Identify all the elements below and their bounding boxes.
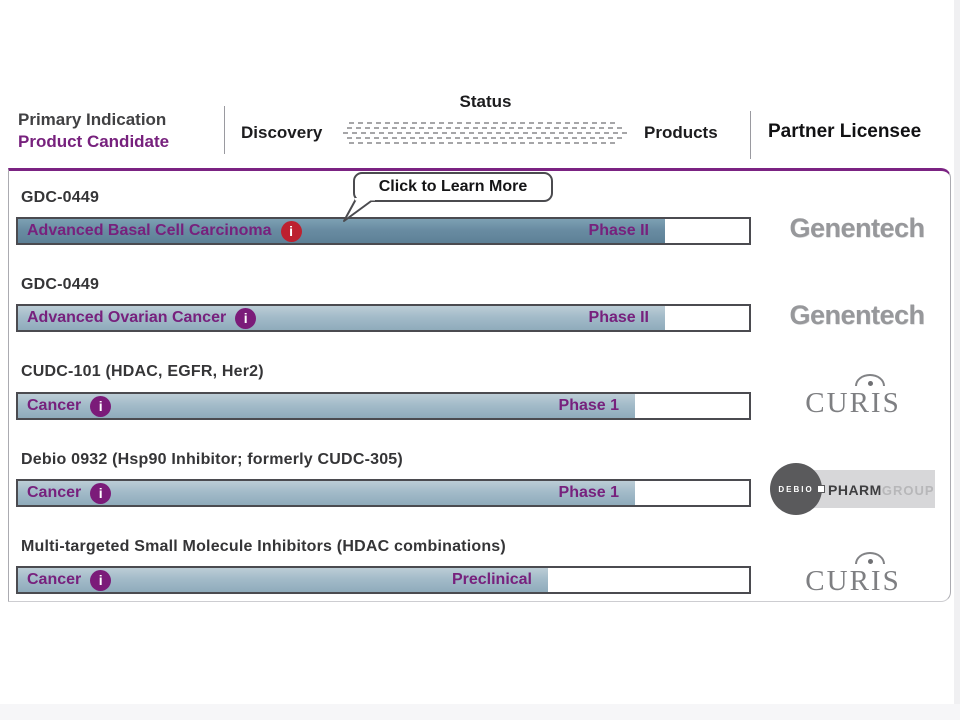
page-edge-right [954,0,960,720]
dash-row [348,142,617,144]
header-divider-right [750,111,751,159]
candidate-title: Multi-targeted Small Molecule Inhibitors… [21,538,506,555]
header-divider-left [224,106,225,154]
bar-fill: Cancer i Phase 1 [18,394,635,418]
indication-label: Advanced Basal Cell Carcinoma [27,222,272,239]
curis-wordmark: CURIS [805,387,901,419]
dash-row [347,127,627,129]
phase-label: Phase 1 [558,397,619,414]
discovery-label: Discovery [241,123,323,142]
products-label: Products [644,123,718,142]
pipeline-panel: GDC-0449 Advanced Basal Cell Carcinoma i… [8,168,951,602]
bar-fill: Advanced Basal Cell Carcinoma i Phase II [18,219,665,243]
pipeline-bar[interactable]: Cancer i Preclinical [16,566,751,594]
partner-logo-curis: CURIS [805,374,901,420]
info-icon[interactable]: i [235,307,257,329]
page-edge-bottom [0,704,960,720]
partner-logo-genentech: Genentech [789,213,925,243]
candidate-title: GDC-0449 [21,189,100,206]
phase-label: Preclinical [451,571,532,588]
partner-logo-genentech: Genentech [789,300,925,330]
indication-label: Cancer [27,397,82,414]
info-icon[interactable]: i [90,482,112,504]
bar-fill: Cancer i Phase 1 [18,481,635,505]
candidate-title: Debio 0932 (Hsp90 Inhibitor; formerly CU… [21,451,403,468]
learn-more-tooltip: Click to Learn More [353,172,553,202]
phase-label: Phase 1 [558,484,619,501]
bar-fill: Cancer i Preclinical [18,568,548,592]
candidate-title: CUDC-101 (HDAC, EGFR, Her2) [21,363,264,380]
info-icon[interactable]: i [280,220,302,242]
debiopharm-square-icon [817,485,825,493]
dash-row [347,137,627,139]
left-column-headers: Primary Indication Product Candidate [18,109,169,153]
debiopharm-pharm-text: PHARM [828,482,882,498]
info-icon[interactable]: i [90,395,112,417]
curis-dot-icon [868,381,873,386]
tooltip-tail [343,198,375,222]
partner-logo-debiopharm: DEBIO PHARMGROUP [770,463,935,515]
indication-label: Advanced Ovarian Cancer [27,309,227,326]
bar-fill: Advanced Ovarian Cancer i Phase II [18,306,665,330]
debiopharm-group-text: GROUP [881,483,935,498]
indication-label: Cancer [27,484,82,501]
status-arrow-band [343,122,628,146]
primary-indication-label: Primary Indication [18,110,167,129]
pipeline-bar[interactable]: Advanced Ovarian Cancer i Phase II [16,304,751,332]
curis-dot-icon [868,559,873,564]
pipeline-bar[interactable]: Advanced Basal Cell Carcinoma i Phase II [16,217,751,245]
debiopharm-wordmark: PHARMGROUP [828,482,935,500]
curis-wordmark: CURIS [805,565,901,597]
partner-logo-curis: CURIS [805,552,901,598]
partner-licensee-label: Partner Licensee [768,121,922,142]
pipeline-bar[interactable]: Cancer i Phase 1 [16,479,751,507]
status-column-label: Status [459,92,512,111]
phase-label: Phase II [588,222,649,239]
indication-label: Cancer [27,571,82,588]
pipeline-bar[interactable]: Cancer i Phase 1 [16,392,751,420]
product-candidate-label: Product Candidate [18,132,170,151]
debiopharm-circle-icon: DEBIO [770,463,822,515]
dash-row [348,122,617,124]
candidate-title: GDC-0449 [21,276,100,293]
phase-label: Phase II [588,309,649,326]
dash-row [343,132,628,134]
info-icon[interactable]: i [90,569,112,591]
